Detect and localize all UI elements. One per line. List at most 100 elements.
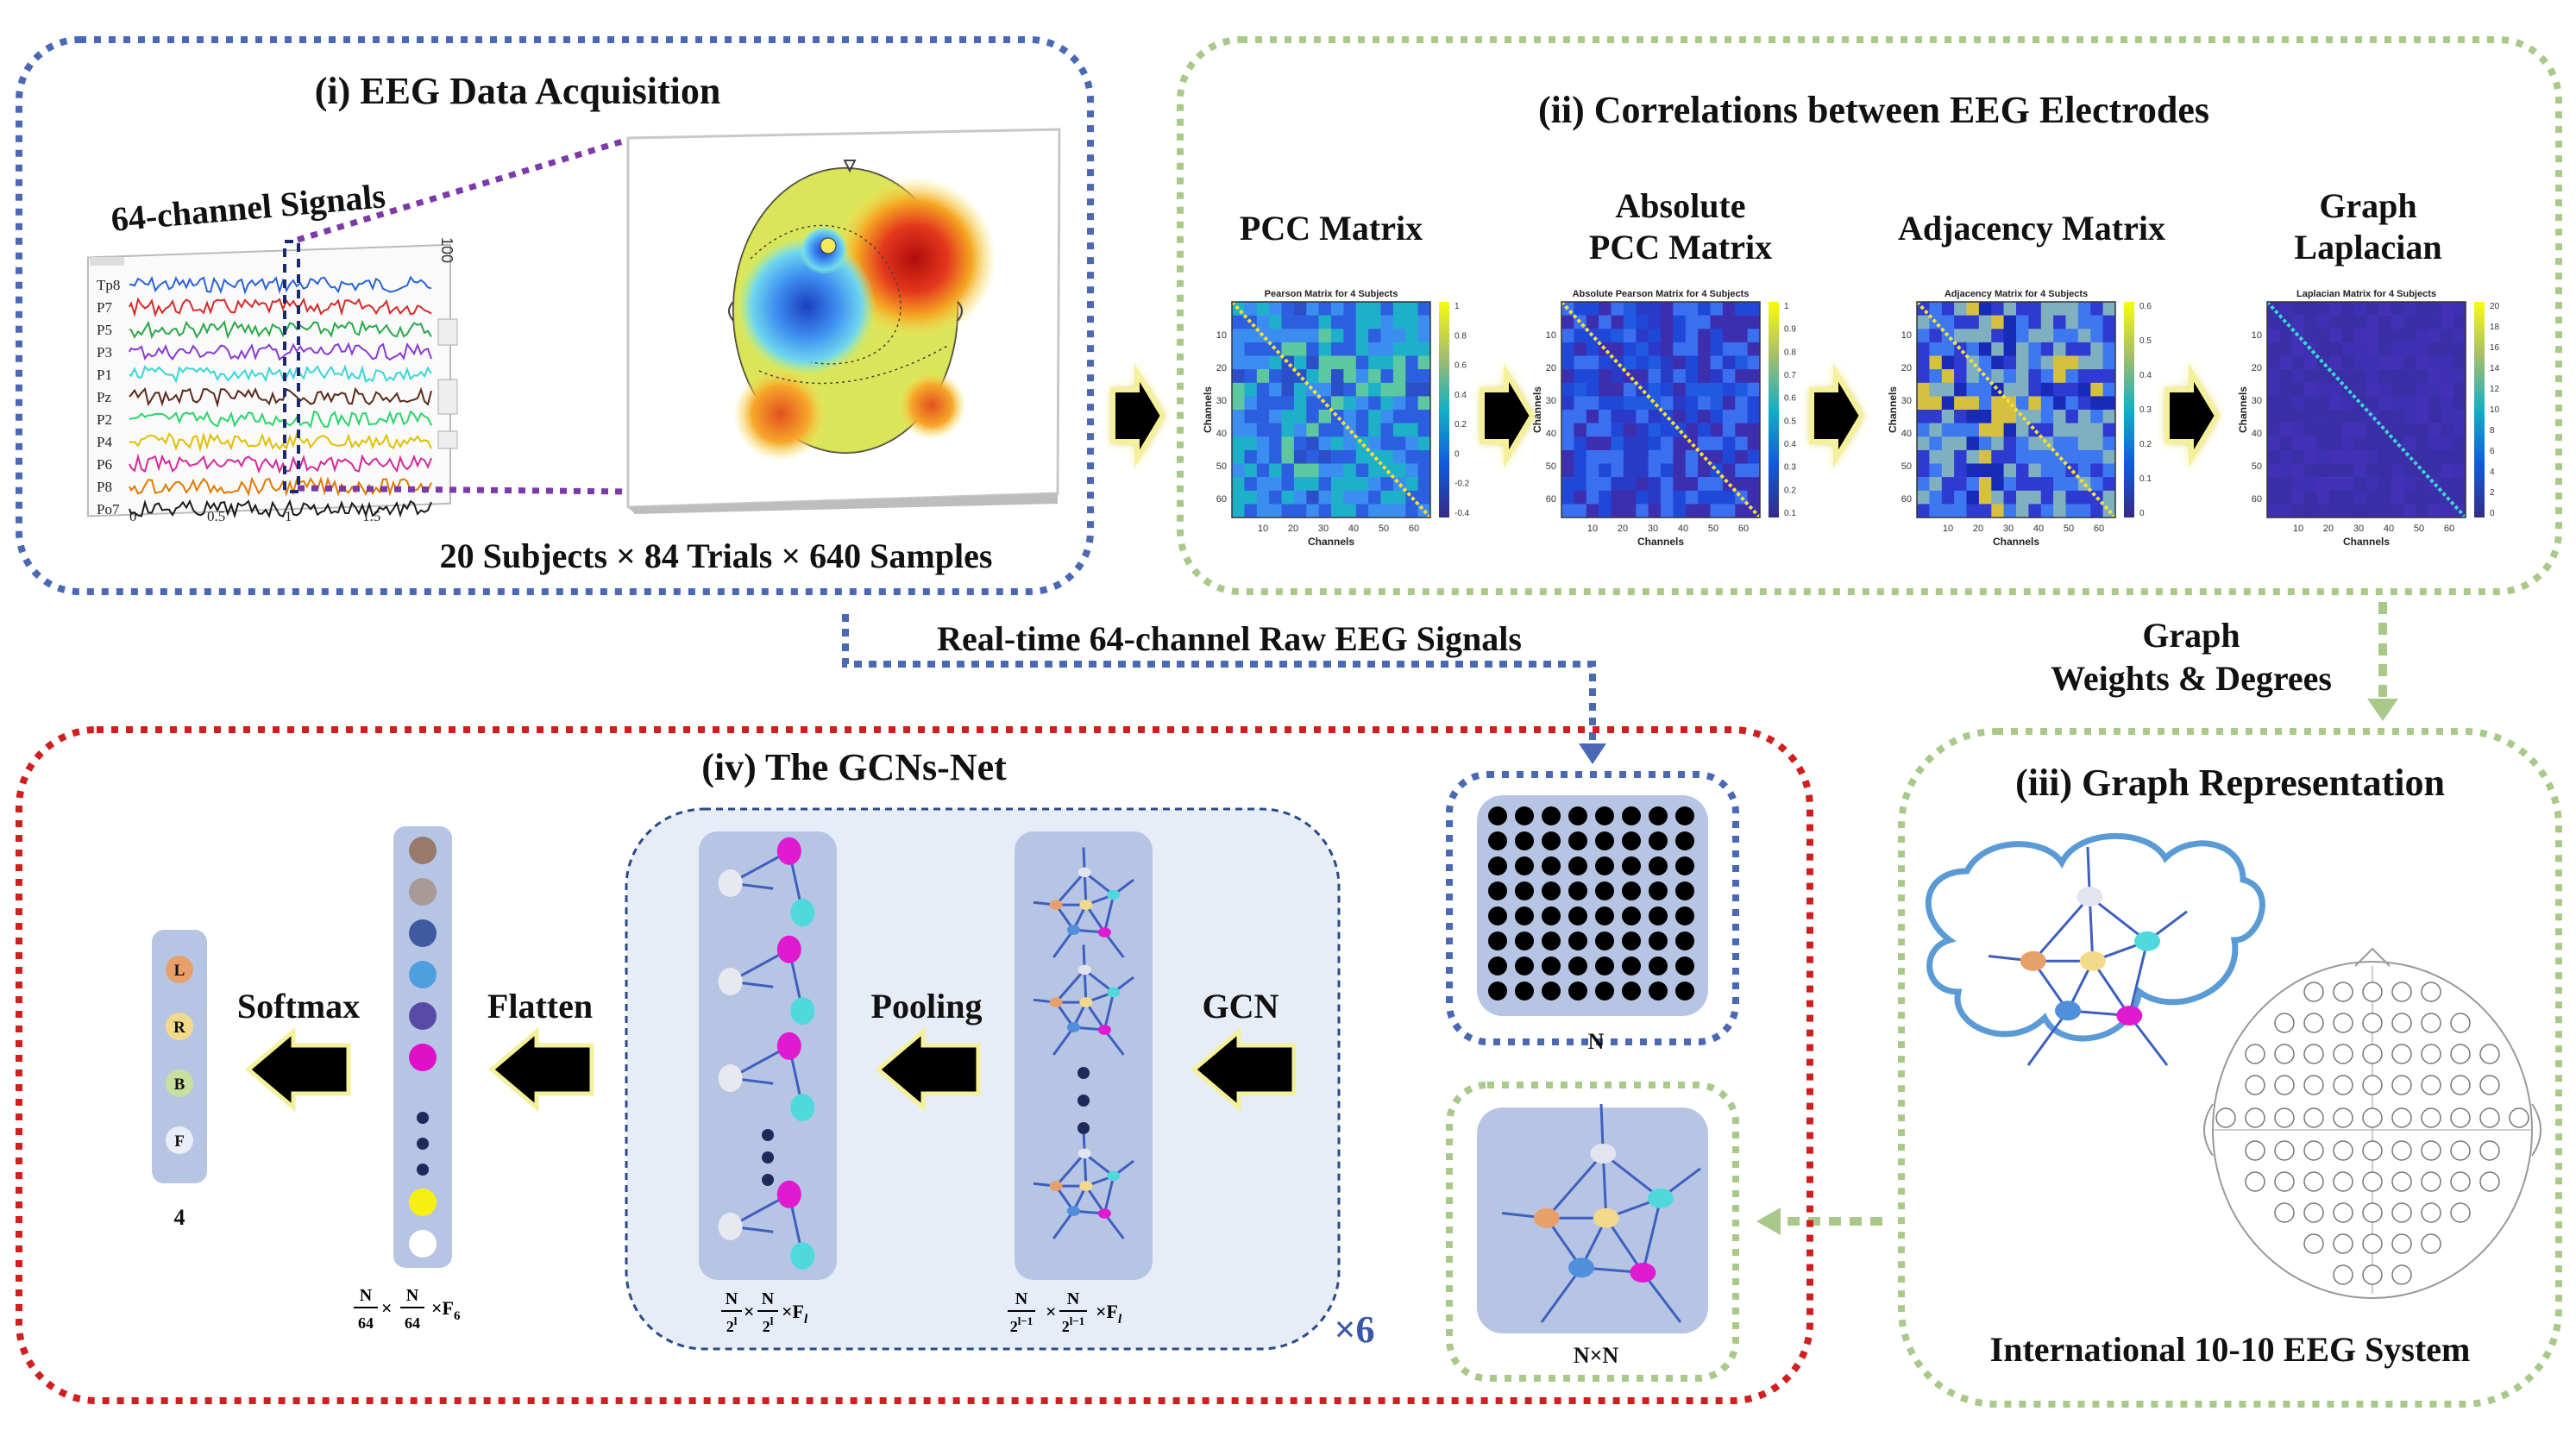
matrix-cell xyxy=(1256,355,1270,370)
x-tick: 40 xyxy=(1678,524,1688,534)
matrix-cell xyxy=(2279,490,2293,505)
matrix-cell xyxy=(2391,436,2404,451)
matrix-cell xyxy=(2028,315,2042,329)
matrix-cell xyxy=(1722,490,1736,505)
matrix-cell xyxy=(1941,302,1955,316)
matrix-cell xyxy=(2353,436,2367,451)
electrode xyxy=(2479,1140,2500,1161)
electrode xyxy=(2274,1075,2295,1095)
y-tick: 60 xyxy=(1901,494,1912,505)
gcn-graph-node xyxy=(1049,997,1063,1007)
matrix-cell xyxy=(2353,423,2367,437)
matrix-cell xyxy=(1636,369,1649,383)
matrix-cell xyxy=(2304,369,2317,383)
matrix-cell xyxy=(2304,490,2317,505)
matrix-cell xyxy=(1685,436,1699,451)
electrode xyxy=(2479,1171,2500,1192)
matrix-cell xyxy=(1735,436,1748,451)
x-tick: 30 xyxy=(1318,524,1329,534)
pooling-layer-column xyxy=(699,831,837,1280)
y-tick: 40 xyxy=(1216,429,1227,439)
colorbar-tick: 16 xyxy=(2490,343,2500,353)
matrix-cell xyxy=(1586,369,1599,383)
gcn-graph-edge xyxy=(1054,871,1086,906)
matrix-cell xyxy=(1405,302,1418,316)
input-dot xyxy=(1542,856,1561,875)
matrix-cell xyxy=(1368,490,1381,505)
x-tick: 50 xyxy=(1708,524,1718,534)
matrix-cell xyxy=(1256,490,1270,505)
matrix-cell xyxy=(2090,449,2103,464)
matrix-cell xyxy=(2341,329,2354,343)
matrix-cell xyxy=(1368,329,1381,343)
matrix-cell xyxy=(2328,382,2342,397)
input-dot xyxy=(1675,957,1694,975)
matrix-cell xyxy=(1966,369,1980,383)
gcn-layer-column xyxy=(1015,831,1153,1280)
matrix-cell xyxy=(2441,463,2453,478)
matrix-cell xyxy=(1256,315,1270,329)
matrix-cell xyxy=(1392,504,1406,518)
matrix-cell xyxy=(2065,410,2079,423)
matrix-cell xyxy=(1611,355,1624,370)
matrix-cell xyxy=(2341,436,2354,451)
electrode xyxy=(2245,1140,2265,1161)
matrix-cell xyxy=(2353,342,2367,356)
matrix-cell xyxy=(1954,396,1967,411)
matrix-cell xyxy=(1574,463,1587,478)
x-tick: 10 xyxy=(1587,524,1598,534)
matrix-cell xyxy=(1673,315,1687,329)
matrix-cell xyxy=(1355,477,1369,491)
nxn-graph-edge xyxy=(1602,1152,1662,1200)
matrix-cell xyxy=(1392,302,1406,316)
matrix-cell xyxy=(2053,342,2066,356)
matrix-cell xyxy=(1636,302,1649,316)
matrix-cell xyxy=(1941,396,1955,411)
matrix-cell xyxy=(1574,436,1587,451)
matrix-heading: PCC Matrix xyxy=(1240,209,1423,248)
matrix-cell xyxy=(2366,463,2379,478)
matrix-cell xyxy=(2279,302,2293,316)
matrix-cell xyxy=(1623,463,1637,478)
matrix-cell xyxy=(2416,369,2429,383)
matrix-cell xyxy=(2102,423,2116,437)
electrode xyxy=(2333,1264,2353,1285)
matrix-cell xyxy=(1318,504,1332,518)
matrix-cell xyxy=(1306,504,1319,518)
gcn-graph-node xyxy=(1066,925,1080,935)
matrix-cell xyxy=(1611,423,1624,437)
matrix-cell xyxy=(2428,436,2441,451)
matrix-cell xyxy=(1232,504,1245,518)
matrix-cell xyxy=(1574,382,1587,397)
matrix-cell xyxy=(1661,396,1674,411)
gcn-graph-edge xyxy=(1084,1001,1106,1031)
matrix-cell xyxy=(2428,463,2441,478)
x-tick: 60 xyxy=(1409,524,1419,534)
matrix-cell xyxy=(1710,423,1724,437)
matrix-cell xyxy=(2077,396,2091,411)
panel-i-caption: 20 Subjects × 84 Trials × 640 Samples xyxy=(440,536,993,575)
eeg-trace-p6 xyxy=(129,453,432,474)
matrix-cell xyxy=(2003,410,2017,423)
matrix-cell xyxy=(2040,463,2054,478)
matrix-cell xyxy=(2316,490,2330,505)
matrix-cell xyxy=(1954,477,1967,491)
matrix-cell xyxy=(2391,315,2404,329)
matrix-cell xyxy=(1355,329,1369,343)
matrix-cell xyxy=(1343,342,1357,356)
colorbar-tick: 0.4 xyxy=(1784,440,1796,449)
electrode xyxy=(2391,1140,2412,1161)
matrix-cell xyxy=(1966,477,1980,491)
matrix-cell xyxy=(1917,396,1930,411)
matrix-cell xyxy=(1380,369,1394,383)
matrix-cell xyxy=(2353,382,2367,397)
matrix-cell xyxy=(1355,410,1369,423)
scale-label: 100 xyxy=(438,237,456,263)
electrode xyxy=(2391,1264,2412,1285)
matrix-cell xyxy=(1574,302,1587,316)
arrow-next-matrix xyxy=(1480,363,1536,468)
matrix-cell xyxy=(1648,410,1662,423)
matrix-cell xyxy=(2003,449,2017,464)
y-tick: 60 xyxy=(1546,494,1556,505)
matrix-cell xyxy=(1648,302,1662,316)
